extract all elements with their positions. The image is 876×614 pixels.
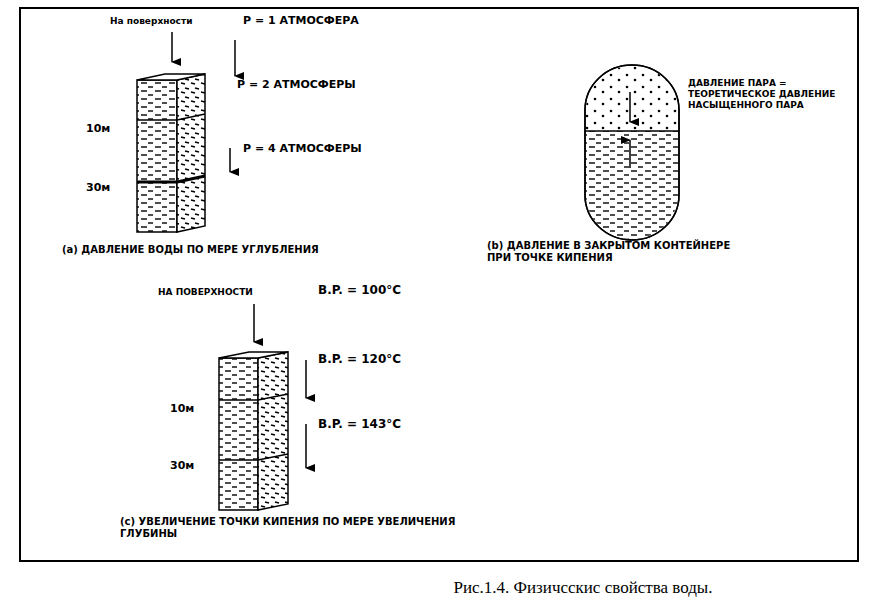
- frame: [20, 8, 858, 561]
- figure-caption: Рис.1.4. Физичсскис свойства воды.: [453, 578, 712, 598]
- label: 30м: [170, 459, 194, 472]
- label: B.P. = 100°C: [318, 283, 401, 297]
- label: (c) УВЕЛИЧЕНИЕ ТОЧКИ КИПЕНИЯ ПО МЕРЕ УВЕ…: [120, 516, 500, 540]
- label: 10м: [86, 122, 110, 135]
- label: НА ПОВЕРХНОСТИ: [158, 287, 253, 298]
- label: P = 2 АТМОСФЕРЫ: [237, 78, 356, 91]
- water-column-a: [137, 74, 205, 232]
- label: P = 1 АТМОСФЕРА: [243, 14, 359, 27]
- label: (a) ДАВЛЕНИЕ ВОДЫ ПО МЕРЕ УГЛУБЛЕНИЯ: [62, 244, 319, 256]
- label: P = 4 АТМОСФЕРЫ: [243, 142, 362, 155]
- label: 10м: [170, 402, 194, 415]
- label: (b) ДАВЛЕНИЕ В ЗАКРЫТОМ КОНТЕЙНЕРЕ ПРИ Т…: [487, 240, 757, 264]
- boiling-arrows: [254, 304, 306, 468]
- label: 30м: [86, 181, 110, 194]
- label: На поверхности: [110, 16, 192, 27]
- label: B.P. = 143°C: [318, 417, 401, 431]
- pressure-arrows: [172, 32, 235, 172]
- closed-container: [585, 65, 679, 240]
- label: ДАВЛЕНИЕ ПАРА = ТЕОРЕТИЧЕСКОЕ ДАВЛЕНИЕ Н…: [688, 78, 838, 110]
- water-column-c: [219, 352, 288, 510]
- label: B.P. = 120°C: [318, 352, 401, 366]
